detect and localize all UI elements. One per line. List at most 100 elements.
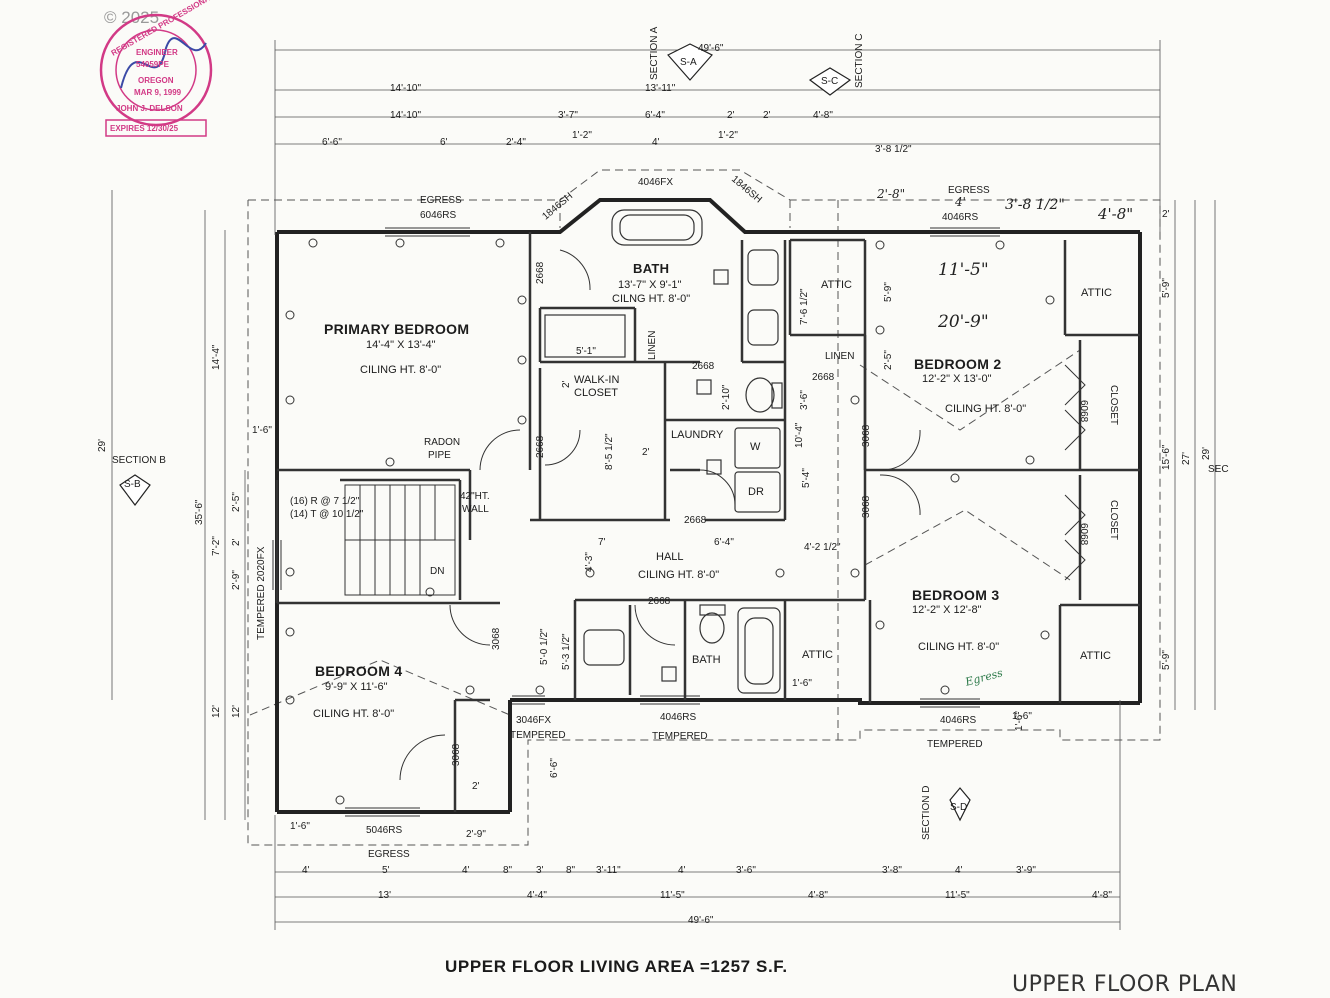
dim-inner-19: 2'-5" <box>883 350 894 370</box>
stair-risers: (16) R @ 7 1/2" <box>290 496 360 507</box>
dim-inner-10: 6'-6" <box>549 758 560 778</box>
dim-right-6: 1'-6" <box>1012 711 1032 722</box>
room-attic-1: ATTIC <box>821 279 852 291</box>
door-3068-b: 3068 <box>861 495 872 518</box>
dim-right-5: 5'-9" <box>1161 650 1172 670</box>
window-egress-bedroom2: EGRESS <box>948 185 990 196</box>
window-5046rs: 5046RS <box>366 825 403 836</box>
dim-top-r1-0: 14'-10" <box>390 83 422 94</box>
room-linen-1: LINEN <box>647 330 658 360</box>
room-bedroom-3-size: 12'-2" X 12'-8" <box>912 604 982 616</box>
room-bath-lower: BATH <box>692 654 721 666</box>
plan-title: UPPER FLOOR PLAN <box>1012 972 1238 997</box>
room-primary-bedroom-size: 14'-4" X 13'-4" <box>366 339 436 351</box>
dim-top-r2-0: 14'-10" <box>390 110 422 121</box>
seal-state: OREGON <box>138 76 174 85</box>
copyright-notice: © 2025 <box>104 8 160 27</box>
room-bath-upper: BATH <box>633 261 670 276</box>
window-tempered-2: TEMPERED <box>652 731 708 742</box>
hand-note-1: 20'-9" <box>938 312 989 332</box>
window-tempered-2020fx: TEMPERED 2020FX <box>256 546 267 640</box>
room-bedroom-4: BEDROOM 4 <box>315 663 403 679</box>
windows <box>272 227 1000 817</box>
dim-top-overall: 49'-6" <box>698 43 724 54</box>
door-3068-c: 3068 <box>491 627 502 650</box>
hand-dim-2: 3'-8 1/2" <box>1005 197 1065 213</box>
door-2668-d: 2668 <box>684 515 707 526</box>
window-4046rs-bath: 4046RS <box>660 712 697 723</box>
seal-name: JOHN J. DELSON <box>116 104 183 113</box>
dim-inner-2: 8'-5 1/2" <box>604 433 615 470</box>
room-closet-2: CLOSET <box>1108 500 1119 541</box>
stairs <box>344 484 456 596</box>
stair-treads: (14) T @ 10 1/2" <box>290 509 364 520</box>
dim-inner-1: 2' <box>561 380 572 388</box>
door-2668-f: 2668 <box>812 372 835 383</box>
room-closet-1: CLOSET <box>1108 385 1119 426</box>
dim-bottom-r1-9: 3'-8" <box>882 865 902 876</box>
dim-bottom-r1-1: 5' <box>382 865 390 876</box>
dim-inner-16: 3'-6" <box>799 390 810 410</box>
room-attic-2: ATTIC <box>1081 287 1112 299</box>
dim-bottom-r1-7: 4' <box>678 865 686 876</box>
section-a-label: SECTION A <box>649 26 660 80</box>
room-walkin-closet-line1: WALK-IN <box>574 374 620 386</box>
hand-note-0: 11'-5" <box>938 260 989 280</box>
dim-left-9: 1'-6" <box>252 425 272 436</box>
dim-bottom-r1-8: 3'-6" <box>736 865 756 876</box>
seal-expires: EXPIRES 12/30/25 <box>110 124 179 133</box>
window-4046rs-bedroom3: 4046RS <box>940 715 977 726</box>
door-2668-b: 2668 <box>535 435 546 458</box>
dim-top-r2-4: 2' <box>763 110 771 121</box>
interior-walls <box>275 232 1140 812</box>
dryer-label: DR <box>748 486 764 498</box>
hand-dim-0: 2'-8" <box>877 187 906 201</box>
section-markers <box>119 43 971 822</box>
window-3046fx: 3046FX <box>516 715 552 726</box>
outlets <box>285 238 1055 805</box>
dim-inner-4: 7' <box>598 537 606 548</box>
exterior-walls <box>275 198 1142 814</box>
window-4046fx: 4046FX <box>638 177 674 188</box>
dim-bottom-r2-2: 11'-5" <box>660 890 685 901</box>
room-laundry: LAUNDRY <box>671 429 724 441</box>
dim-bottom-r1-4: 3' <box>536 865 544 876</box>
dim-bottom-r3: 49'-6" <box>688 915 714 926</box>
hand-dim-4: 2' <box>1162 209 1170 220</box>
door-2668-a: 2668 <box>535 261 546 284</box>
dim-right-1: 5'-9" <box>1161 278 1172 298</box>
dim-inner-11: 2'-9" <box>466 829 486 840</box>
dim-top-r3-3: 1'-2" <box>572 130 592 141</box>
dim-top-r3-4: 4' <box>652 137 660 148</box>
dim-top-r2-3: 2' <box>727 110 735 121</box>
dim-bottom-r1-2: 4' <box>462 865 470 876</box>
room-attic-4: ATTIC <box>1080 650 1111 662</box>
window-egress-bottom: EGRESS <box>368 849 410 860</box>
door-6068-b: 6068 <box>1078 523 1089 546</box>
dim-inner-17: 7'-6 1/2" <box>799 288 810 325</box>
door-2668-e: 2668 <box>648 596 671 607</box>
section-e-label: SEC <box>1208 464 1229 475</box>
window-tempered-3: TEMPERED <box>927 739 983 750</box>
dim-inner-20: 1'-6" <box>792 678 812 689</box>
dim-left-1: 14'-4" <box>211 344 222 370</box>
roof-outline <box>247 169 1161 846</box>
dim-inner-9: 5'-3 1/2" <box>561 633 572 670</box>
room-walkin-closet-line2: CLOSET <box>574 387 619 399</box>
dim-left-8: 12' <box>231 704 242 718</box>
room-bedroom-2-size: 12'-2" X 13'-0" <box>922 373 992 385</box>
dim-left-6: 2'-9" <box>231 570 242 590</box>
dim-left-4: 2' <box>231 538 242 546</box>
door-2668-c: 2668 <box>692 361 715 372</box>
dim-inner-12: 2' <box>472 781 480 792</box>
room-primary-bedroom-ceiling: CILING HT. 8'-0" <box>360 364 442 376</box>
dim-top-r3-6: 3'-8 1/2" <box>875 144 912 155</box>
dim-inner-14: 10'-4" <box>794 422 805 448</box>
hand-dim-3: 4'-8" <box>1098 205 1134 223</box>
room-primary-bedroom: PRIMARY BEDROOM <box>324 321 470 337</box>
room-hall: HALL <box>656 551 684 563</box>
engineer-seal-stamp: REGISTERED PROFESSIONAL ENGINEER 54059PE… <box>96 0 226 148</box>
dim-inner-13: 4'-2 1/2" <box>804 542 841 553</box>
radon-pipe-line1: RADON <box>424 437 461 448</box>
